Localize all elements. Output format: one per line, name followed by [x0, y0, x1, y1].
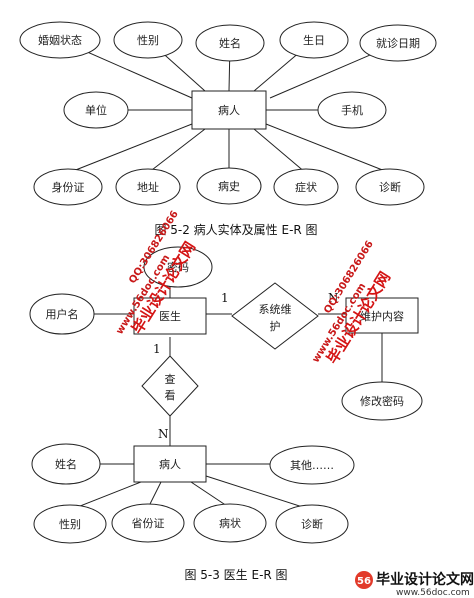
- relationship-view: 查 看: [141, 355, 199, 417]
- svg-text:修改密码: 修改密码: [360, 394, 404, 408]
- attribute-unit: 单位: [63, 91, 129, 129]
- svg-text:婚姻状态: 婚姻状态: [38, 33, 82, 47]
- attribute-marital-status: 婚姻状态: [19, 21, 101, 59]
- svg-text:病状: 病状: [219, 516, 241, 530]
- figure-5-3-caption: 图 5-3 医生 E-R 图: [184, 568, 287, 582]
- figure-doctor-er: 密码 用户名 医生 系统维 护 1 N 维护内容 修改密码: [29, 246, 423, 582]
- attribute-others: 其他……: [269, 445, 355, 485]
- svg-text:性别: 性别: [59, 517, 81, 531]
- attribute-address: 地址: [115, 168, 181, 206]
- svg-text:症状: 症状: [295, 180, 317, 194]
- attribute-name: 姓名: [195, 24, 265, 62]
- svg-text:护: 护: [270, 319, 281, 333]
- svg-text:用户名: 用户名: [46, 307, 79, 321]
- attribute-patient-id: 省份证: [111, 503, 185, 543]
- attribute-password: 密码: [143, 246, 213, 288]
- figure-5-2-caption: 图 5-2 病人实体及属性 E-R 图: [154, 222, 317, 237]
- svg-text:毕业设计论文网: 毕业设计论文网: [376, 571, 474, 588]
- svg-text:病人: 病人: [159, 457, 181, 471]
- svg-text:手机: 手机: [341, 103, 363, 117]
- svg-text:系统维: 系统维: [259, 303, 292, 316]
- entity-doctor: 医生: [133, 297, 207, 335]
- svg-text:密码: 密码: [167, 260, 189, 274]
- cardinality-maintain-right: N: [328, 291, 339, 305]
- svg-text:病史: 病史: [218, 179, 240, 193]
- attribute-birthday: 生日: [279, 21, 349, 59]
- figure-patient-attributes: 婚姻状态 性别 姓名 生日 就诊日期 单位 手机 病人: [19, 21, 437, 237]
- attribute-change-password: 修改密码: [341, 381, 423, 421]
- attribute-patient-gender: 性别: [33, 504, 107, 544]
- svg-text:地址: 地址: [137, 180, 159, 194]
- cardinality-view-top: 1: [153, 342, 161, 356]
- cardinality-maintain-left: 1: [221, 291, 229, 305]
- svg-text:维护内容: 维护内容: [360, 309, 404, 323]
- svg-text:其他……: 其他……: [290, 459, 334, 472]
- svg-text:56: 56: [357, 576, 371, 587]
- svg-text:就诊日期: 就诊日期: [376, 36, 420, 50]
- attribute-gender: 性别: [113, 21, 183, 59]
- svg-text:病人: 病人: [218, 103, 240, 117]
- svg-text:姓名: 姓名: [219, 36, 241, 50]
- attribute-patient-name: 姓名: [31, 443, 101, 485]
- attribute-visit-date: 就诊日期: [359, 24, 437, 62]
- entity-patient-2: 病人: [133, 445, 207, 483]
- svg-text:看: 看: [165, 388, 176, 402]
- svg-text:生日: 生日: [303, 33, 325, 47]
- svg-text:姓名: 姓名: [55, 457, 77, 471]
- logo-badge-icon: [355, 571, 373, 589]
- attribute-patient-condition: 病状: [193, 503, 267, 543]
- attribute-phone: 手机: [317, 91, 387, 129]
- relationship-system-maintenance: 系统维 护: [231, 282, 319, 350]
- svg-text:查: 查: [165, 372, 176, 386]
- attribute-username: 用户名: [29, 293, 95, 335]
- svg-text:省份证: 省份证: [132, 517, 165, 530]
- svg-text:性别: 性别: [137, 33, 159, 47]
- cardinality-view-bottom: N: [158, 427, 169, 441]
- attribute-medical-history: 病史: [196, 167, 262, 205]
- svg-text:诊断: 诊断: [301, 517, 323, 531]
- svg-text:www.56doc.com: www.56doc.com: [396, 588, 470, 598]
- attribute-id-card: 身份证: [33, 168, 103, 206]
- svg-text:医生: 医生: [159, 309, 181, 323]
- attribute-diagnosis: 诊断: [355, 168, 425, 206]
- svg-text:单位: 单位: [85, 103, 107, 117]
- entity-patient: 病人: [191, 90, 267, 130]
- attribute-patient-diagnosis: 诊断: [275, 504, 349, 544]
- fig2-connectors: [69, 285, 383, 511]
- footer-logo: 56 毕业设计论文网 www.56doc.com: [355, 571, 474, 598]
- entity-maintenance-content: 维护内容: [345, 297, 419, 334]
- svg-text:身份证: 身份证: [52, 180, 85, 194]
- svg-text:诊断: 诊断: [379, 180, 401, 194]
- attribute-symptom: 症状: [273, 168, 339, 206]
